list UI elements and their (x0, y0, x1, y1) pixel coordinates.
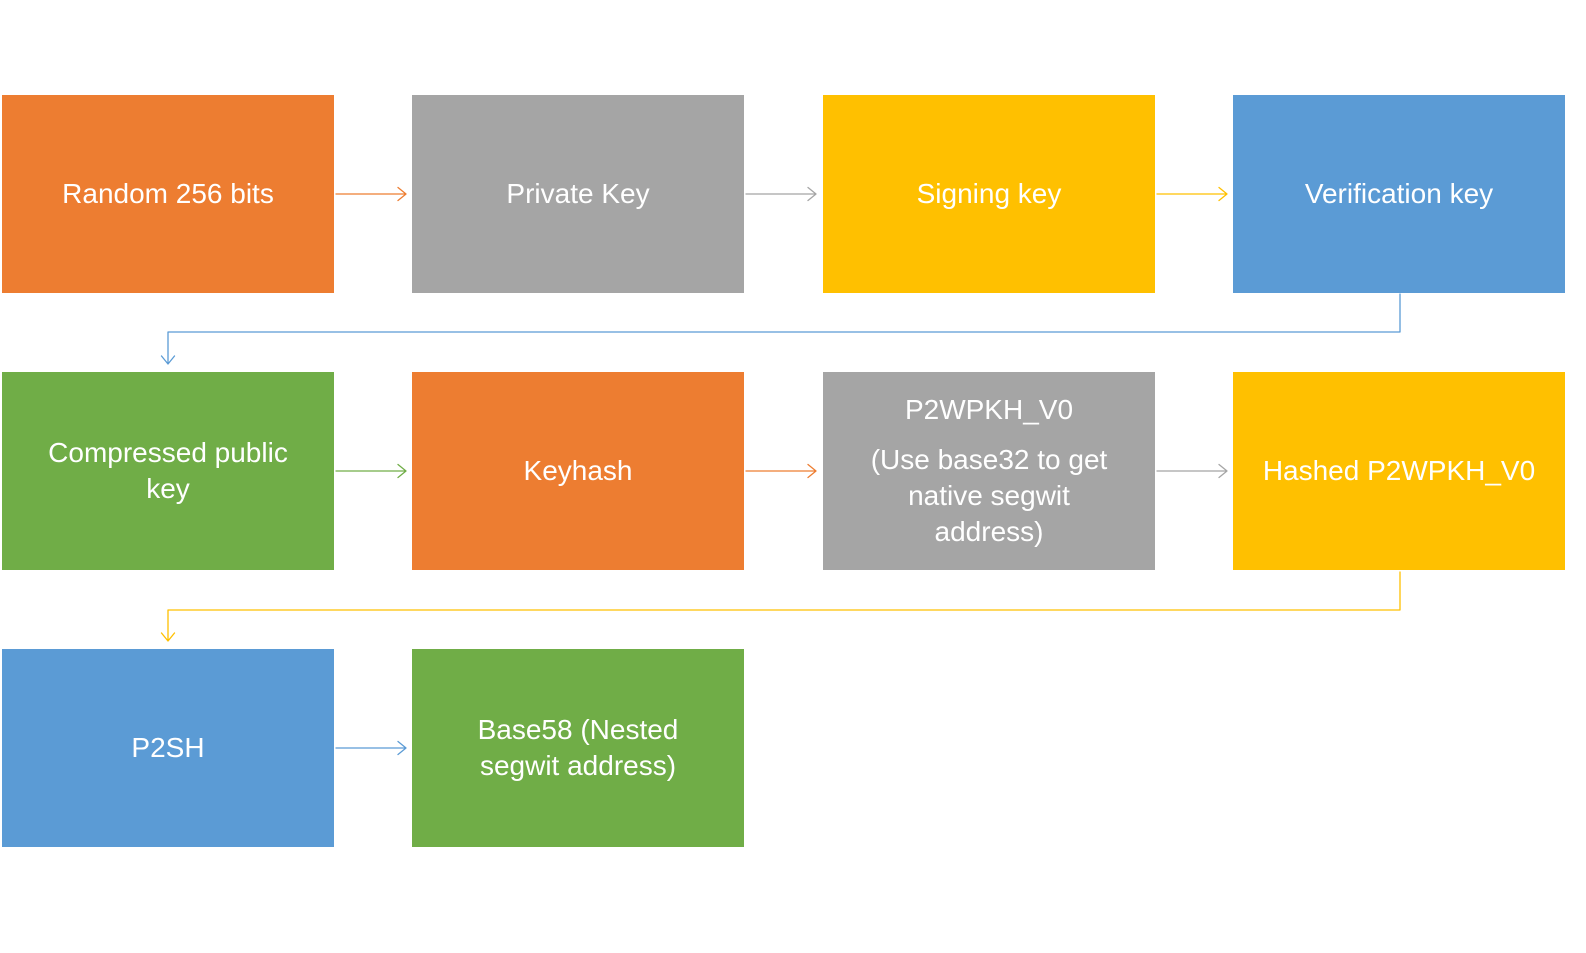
arrow-compressed-to-keyhash (335, 463, 407, 479)
arrow-random-to-private (335, 186, 407, 202)
arrow-verification-to-compressed (160, 293, 1401, 365)
arrow-hashed-to-p2sh (160, 571, 1401, 642)
node-base58: Base58 (Nested segwit address) (412, 649, 744, 847)
node-signing-key: Signing key (823, 95, 1155, 293)
node-label: P2SH (131, 732, 205, 763)
node-label: Compressed public key (48, 437, 288, 504)
arrow-private-to-signing (745, 186, 817, 202)
node-note: (Use base32 to get native segwit address… (870, 444, 1108, 547)
node-p2wpkh-v0: P2WPKH_V0 (Use base32 to get native segw… (823, 372, 1155, 570)
node-label: Random 256 bits (62, 178, 274, 209)
node-random-256-bits: Random 256 bits (2, 95, 334, 293)
node-label: Signing key (916, 178, 1062, 209)
arrow-p2sh-to-base58 (335, 740, 407, 756)
node-private-key: Private Key (412, 95, 744, 293)
node-label: P2WPKH_V0 (904, 394, 1074, 425)
node-p2sh: P2SH (2, 649, 334, 847)
arrow-signing-to-verification (1156, 186, 1228, 202)
node-hashed-p2wpkh-v0: Hashed P2WPKH_V0 (1233, 372, 1565, 570)
node-label: Hashed P2WPKH_V0 (1262, 455, 1536, 486)
node-label: Verification key (1304, 178, 1494, 209)
node-label: Private Key (506, 178, 650, 209)
arrow-keyhash-to-p2wpkh (745, 463, 817, 479)
node-keyhash: Keyhash (412, 372, 744, 570)
arrow-p2wpkh-to-hashed (1156, 463, 1228, 479)
node-label: Base58 (Nested segwit address) (477, 714, 679, 781)
node-compressed-public-key: Compressed public key (2, 372, 334, 570)
node-verification-key: Verification key (1233, 95, 1565, 293)
node-label: Keyhash (523, 455, 633, 486)
